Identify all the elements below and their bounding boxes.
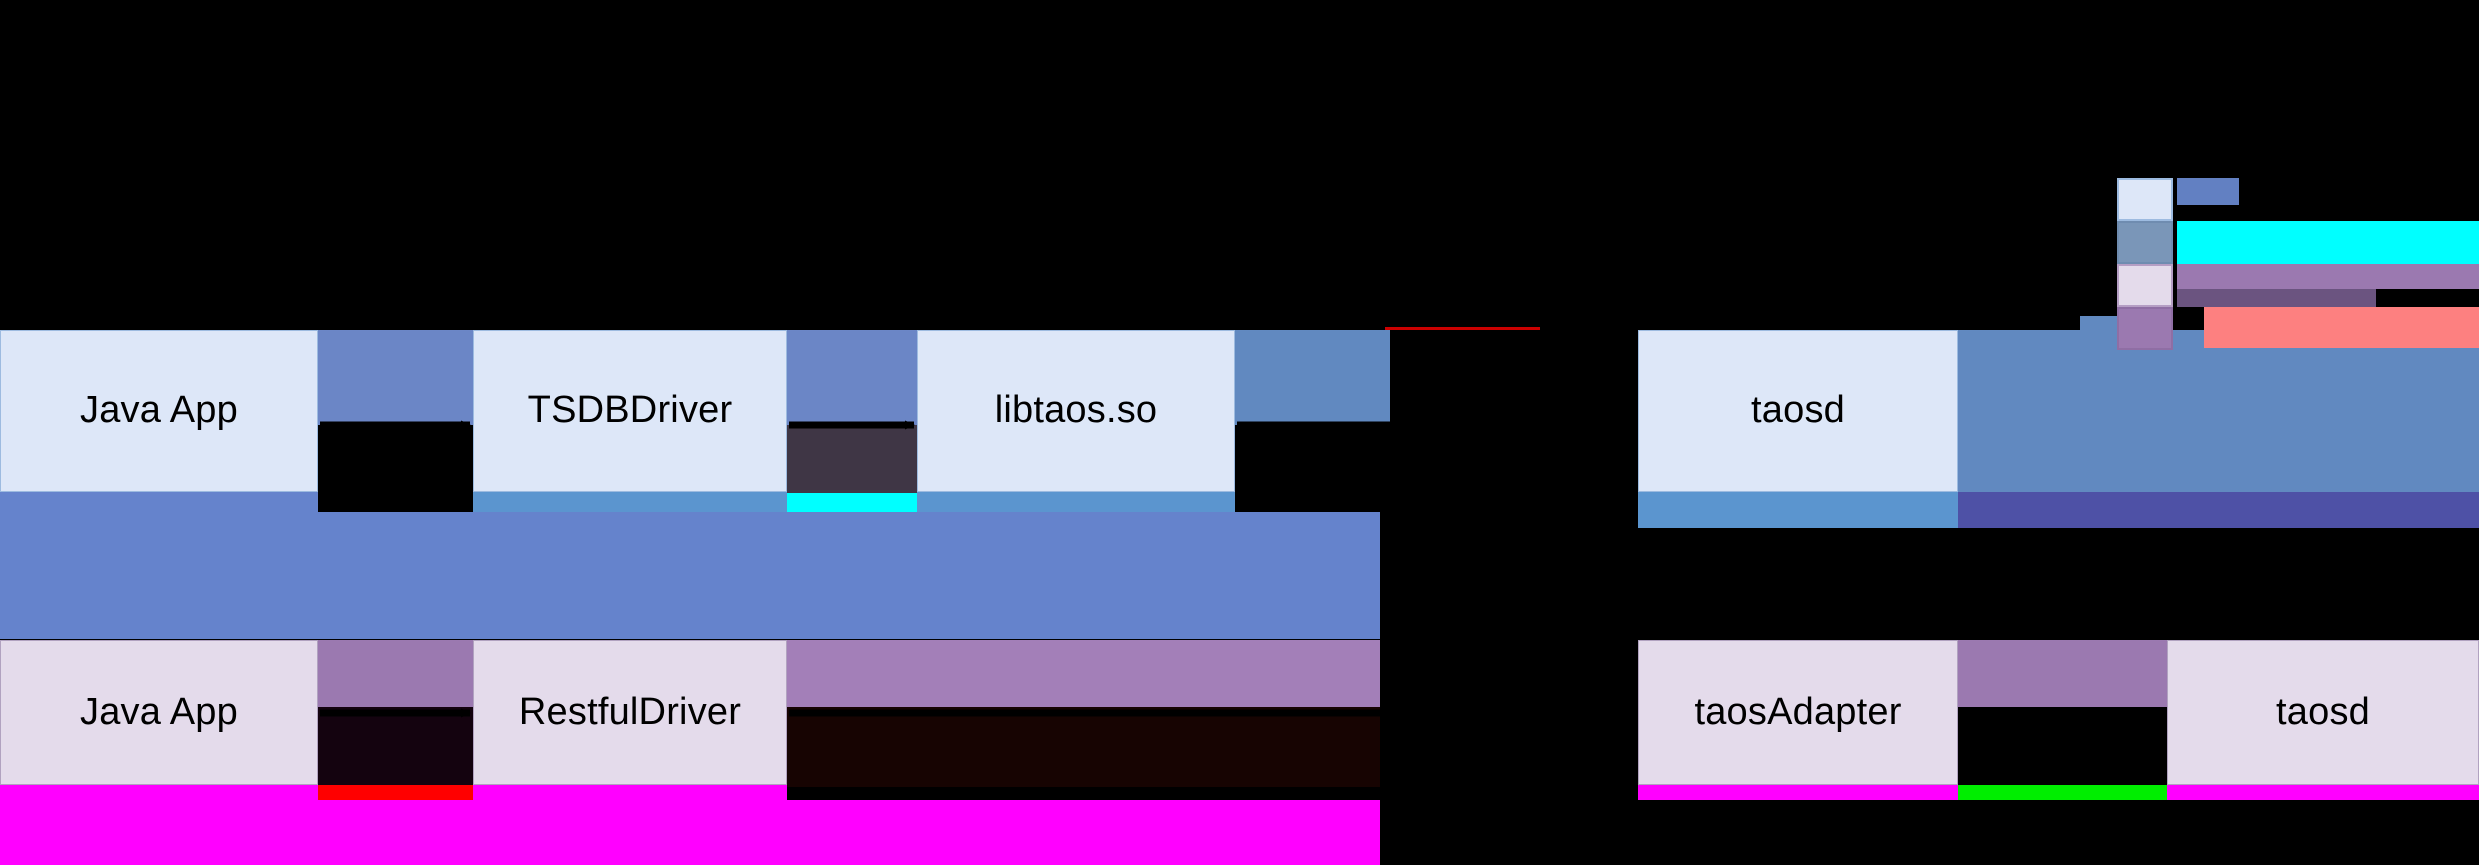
node-libtaos-so[interactable]: libtaos.so bbox=[917, 330, 1235, 492]
legend-item-3[interactable] bbox=[2117, 264, 2187, 307]
node-tsdb-driver[interactable]: TSDBDriver bbox=[473, 330, 787, 492]
band-native-right-indigo bbox=[1957, 492, 2479, 528]
band-rest-bottom-magenta bbox=[0, 800, 1380, 865]
legend-swatch-purple-fill bbox=[2117, 264, 2173, 307]
node-label: taosd bbox=[2276, 690, 2370, 733]
node-label: taosd bbox=[1751, 389, 1845, 432]
legend-item-2[interactable] bbox=[2117, 221, 2187, 264]
rule-red-native bbox=[1385, 327, 1540, 330]
legend-overlay-3b bbox=[2177, 289, 2376, 307]
band-native-gap2-mid bbox=[787, 425, 917, 495]
legend-swatch-steel bbox=[2117, 221, 2173, 264]
band-rest-gap3-top bbox=[1957, 640, 2167, 707]
node-label: taosAdapter bbox=[1694, 690, 1902, 733]
legend-overlay-1 bbox=[2177, 178, 2239, 205]
band-rest-gap2-top bbox=[787, 640, 1380, 707]
band-rest-gap1-dark bbox=[318, 707, 473, 787]
band-native-taosd-underline bbox=[1638, 492, 1958, 528]
legend-overlay-2 bbox=[2177, 221, 2479, 264]
node-taosd-rest[interactable]: taosd bbox=[2167, 640, 2479, 785]
legend-overlay-3 bbox=[2177, 264, 2479, 289]
band-native-gap2-top bbox=[787, 330, 917, 425]
node-label: TSDBDriver bbox=[527, 389, 733, 432]
node-label: libtaos.so bbox=[994, 389, 1158, 432]
legend-item-4[interactable] bbox=[2117, 307, 2187, 350]
node-label: RestfulDriver bbox=[518, 690, 742, 733]
band-rest-gap1-red bbox=[318, 785, 473, 800]
node-restful-driver[interactable]: RestfulDriver bbox=[473, 640, 787, 785]
node-taosd-native[interactable]: taosd bbox=[1638, 330, 1958, 492]
band-rest-gap3-green bbox=[1957, 785, 2167, 800]
band-rest-gap2-dark bbox=[787, 707, 1380, 787]
band-rest-underline-adapter bbox=[1638, 785, 1958, 800]
node-label: Java App bbox=[80, 690, 238, 733]
band-rest-underline-taosd bbox=[2167, 785, 2479, 800]
band-rest-gap1-top bbox=[318, 640, 473, 707]
band-middle-slate bbox=[0, 512, 1380, 639]
band-rest-gap3-dark bbox=[1957, 707, 2167, 787]
legend-overlay-left-tick bbox=[2080, 316, 2117, 332]
node-java-app-native[interactable]: Java App bbox=[0, 330, 318, 492]
band-native-right-steel bbox=[1957, 330, 2479, 495]
band-native-gap1-top bbox=[318, 330, 473, 425]
band-native-gap3-top bbox=[1235, 330, 1390, 425]
diagram-legend bbox=[2117, 178, 2479, 350]
node-label: Java App bbox=[80, 389, 238, 432]
node-java-app-rest[interactable]: Java App bbox=[0, 640, 318, 785]
legend-item-1[interactable] bbox=[2117, 178, 2187, 221]
legend-overlay-4 bbox=[2204, 307, 2479, 348]
node-taos-adapter[interactable]: taosAdapter bbox=[1638, 640, 1958, 785]
legend-swatch-blue-fill bbox=[2117, 178, 2173, 221]
legend-swatch-plum bbox=[2117, 307, 2173, 350]
